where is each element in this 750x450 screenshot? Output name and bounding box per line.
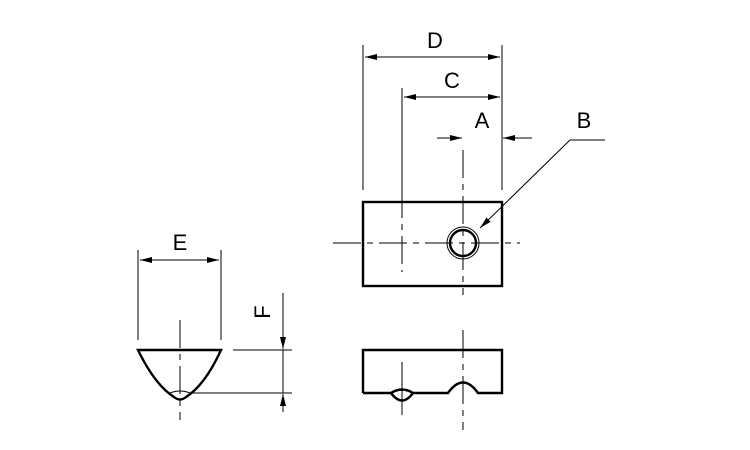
label-b: B: [577, 108, 592, 133]
label-c: C: [444, 68, 460, 93]
label-f: F: [250, 305, 275, 318]
front-view: [361, 330, 504, 430]
dimensions-top: D C A B: [362, 28, 605, 229]
side-view-outline: [136, 348, 223, 401]
label-a: A: [475, 108, 490, 133]
side-view: E F: [136, 230, 292, 420]
front-view-lens: [389, 388, 415, 402]
top-view: [333, 150, 520, 295]
label-d: D: [427, 28, 443, 53]
top-view-outline: [361, 200, 504, 288]
label-e: E: [173, 230, 188, 255]
front-view-outline: [361, 348, 504, 395]
leader-b: [479, 139, 571, 229]
